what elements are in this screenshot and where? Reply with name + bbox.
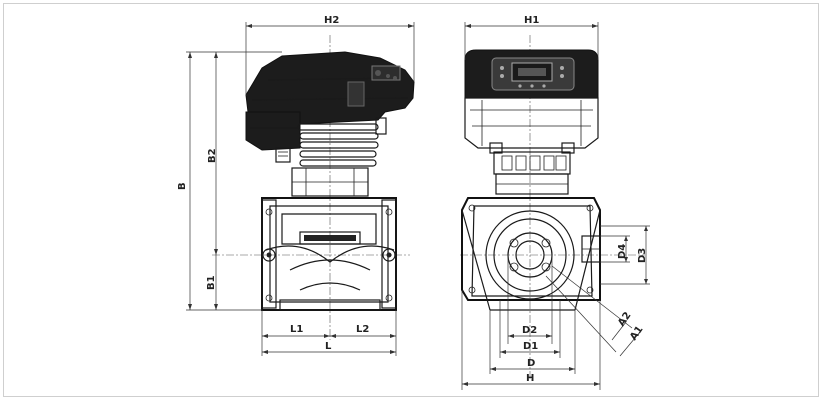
volute-outer [485,210,575,300]
pump-housing-front [461,197,601,301]
dim-label-d2: D2 [522,325,537,336]
dim-label-b2: B2 [207,148,218,163]
drawing-border [3,3,819,397]
dim-label-l2: L2 [356,324,369,335]
cooling-fins [297,117,387,167]
dim-label-h1: H1 [524,15,539,26]
dim-label-d3: D3 [637,248,648,263]
dim-label-d1: D1 [523,341,538,352]
dim-label-a2: A2 [616,310,633,328]
dim-label-l: L [325,341,332,352]
dim-label-h: H [526,373,534,384]
dim-label-b1: B1 [206,275,217,290]
side-view: H2 B B2 B1 L1 L2 L [177,15,415,356]
dim-label-b: B [177,182,188,190]
dim-label-d: D [527,358,535,369]
front-view: H1 D4 D3 A2 A1 D2 D1 [460,15,650,390]
dim-label-h2: H2 [324,15,339,26]
dim-label-d4: D4 [617,244,628,259]
dim-label-l1: L1 [290,324,303,335]
